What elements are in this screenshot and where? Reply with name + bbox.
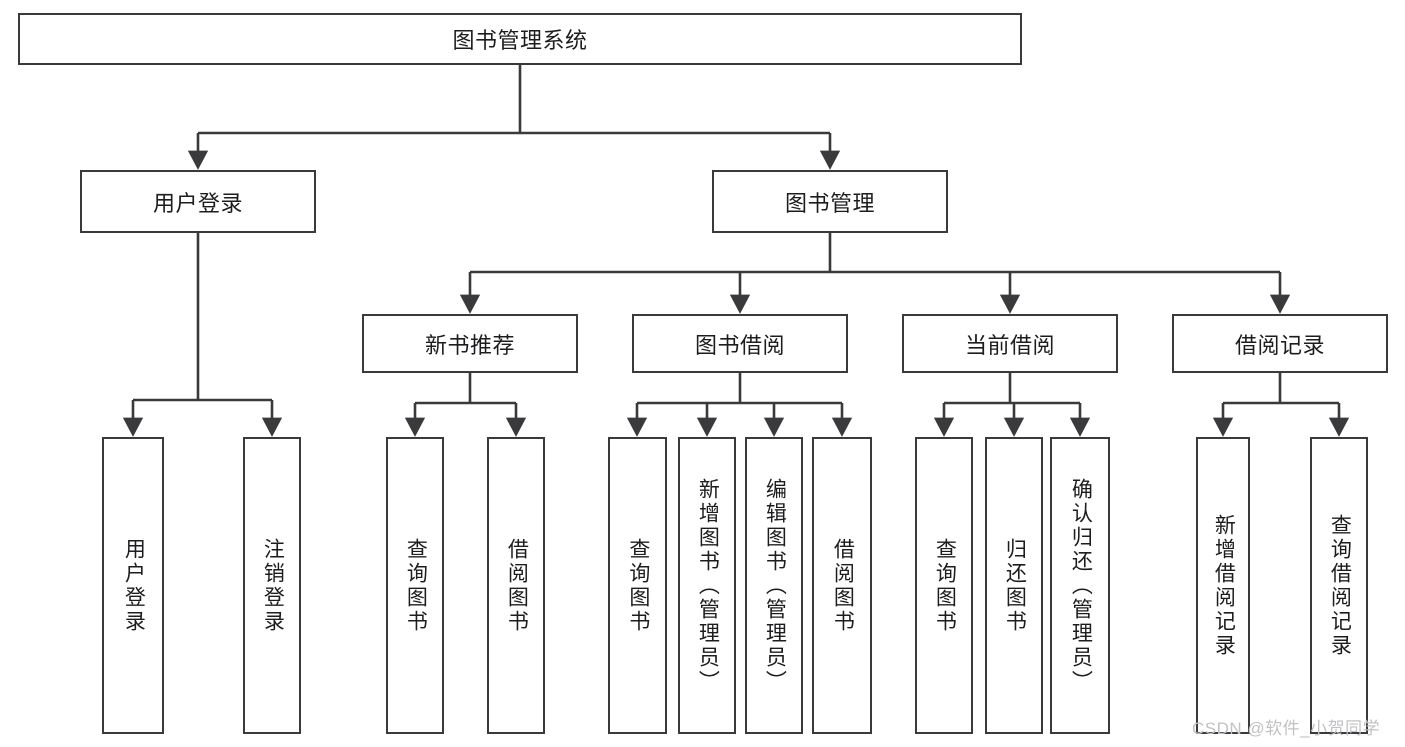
leaf-label: 确认归还（管理员） [1069, 477, 1093, 694]
leaf-query-book-recommend[interactable]: 查询图书 [386, 437, 444, 734]
node-book-management-label: 图书管理 [784, 190, 875, 216]
node-book-management[interactable]: 图书管理 [712, 170, 948, 233]
node-borrow-record[interactable]: 借阅记录 [1172, 314, 1388, 373]
node-root-label: 图书管理系统 [452, 28, 588, 53]
leaf-label: 借阅图书 [505, 537, 529, 634]
node-new-book-recommend-label: 新书推荐 [424, 332, 515, 358]
leaf-label: 查询图书 [404, 537, 428, 634]
node-book-borrow[interactable]: 图书借阅 [632, 314, 848, 373]
leaf-query-book-borrow[interactable]: 查询图书 [608, 437, 667, 734]
leaf-query-book-current[interactable]: 查询图书 [915, 437, 973, 734]
node-current-borrow-label: 当前借阅 [964, 332, 1055, 358]
node-borrow-record-label: 借阅记录 [1234, 332, 1325, 358]
csdn-watermark: CSDN @软件_小贺同学 [1192, 719, 1381, 738]
leaf-label: 新增借阅记录 [1212, 513, 1236, 658]
leaf-label: 借阅图书 [831, 537, 855, 634]
leaf-label: 查询图书 [626, 537, 650, 634]
leaf-label: 编辑图书（管理员） [763, 477, 787, 694]
leaf-logout-login[interactable]: 注销登录 [243, 437, 301, 734]
leaf-confirm-return-admin[interactable]: 确认归还（管理员） [1050, 437, 1110, 734]
node-root[interactable]: 图书管理系统 [18, 13, 1022, 65]
leaf-borrow-book[interactable]: 借阅图书 [812, 437, 872, 734]
leaf-label: 新增图书（管理员） [696, 477, 720, 694]
leaf-add-book-admin[interactable]: 新增图书（管理员） [678, 437, 736, 734]
node-new-book-recommend[interactable]: 新书推荐 [362, 314, 578, 373]
node-user-login[interactable]: 用户登录 [80, 170, 316, 233]
leaf-query-borrow-record[interactable]: 查询借阅记录 [1310, 437, 1368, 734]
leaf-user-login[interactable]: 用户登录 [102, 437, 164, 734]
leaf-label: 注销登录 [261, 537, 285, 634]
leaf-return-book[interactable]: 归还图书 [985, 437, 1043, 734]
leaf-label: 归还图书 [1003, 537, 1027, 634]
node-user-login-label: 用户登录 [152, 190, 243, 216]
leaf-label: 查询借阅记录 [1328, 513, 1352, 658]
node-book-borrow-label: 图书借阅 [694, 332, 785, 358]
leaf-add-borrow-record[interactable]: 新增借阅记录 [1196, 437, 1250, 734]
leaf-label: 查询图书 [933, 537, 957, 634]
leaf-label: 用户登录 [122, 537, 146, 634]
leaf-edit-book-admin[interactable]: 编辑图书（管理员） [745, 437, 803, 734]
node-current-borrow[interactable]: 当前借阅 [902, 314, 1118, 373]
leaf-borrow-book-recommend[interactable]: 借阅图书 [487, 437, 545, 734]
